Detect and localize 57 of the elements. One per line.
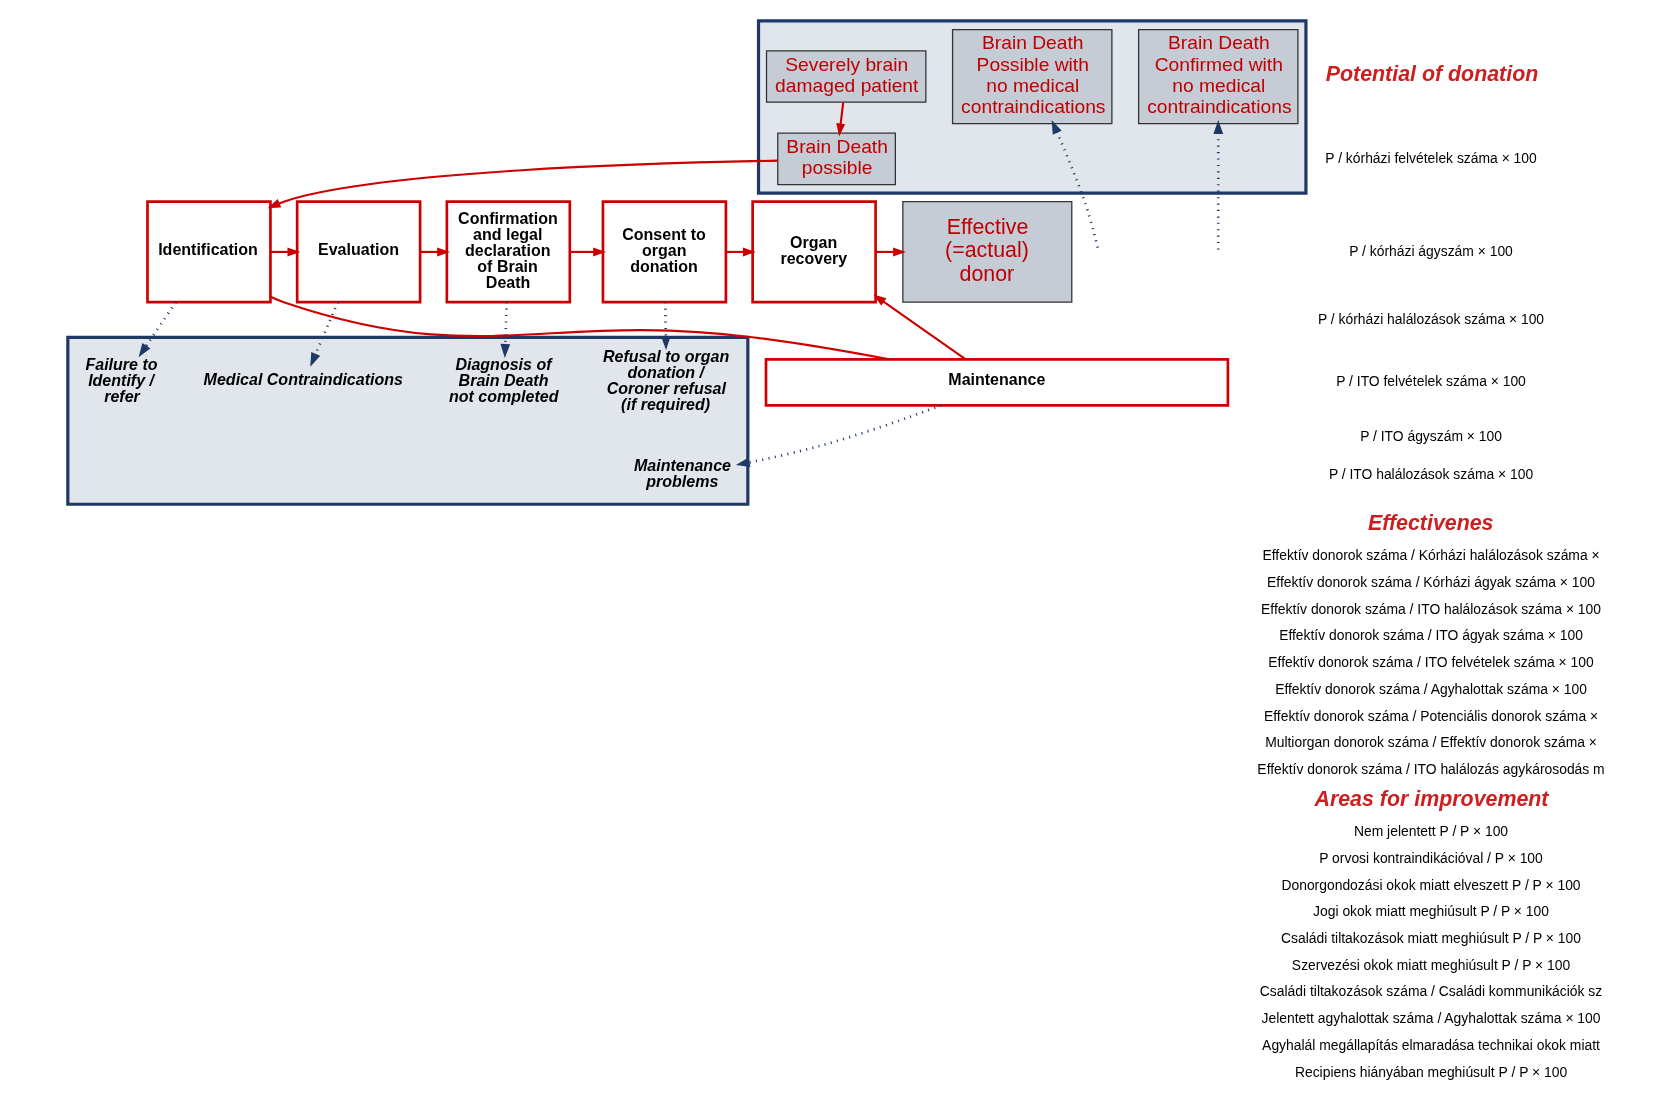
node-box: Brain Death possible [776,132,896,186]
label: Effektív donorok száma / Agyhalottak száma × 100 [1274,680,1587,697]
arrow [309,301,339,367]
label: Effectivenes [1367,510,1493,535]
label: Effektív donorok száma / Kórházi ágyak száma × 100 [1266,573,1595,590]
label: Recipiens hiányában meghiúsult P / P × 100 [1294,1063,1567,1080]
node-box: Brain Death Possible with no medical contraindications [951,28,1113,125]
cluster [756,19,1308,195]
arrow [835,102,845,137]
arrow [735,404,942,468]
node-box: Identification [145,200,272,304]
arrow [569,247,606,257]
node-box: Maintenance [764,358,1229,407]
label: Potential of donation [1325,61,1538,86]
label: P / kórházi ágyszám × 100 [1348,242,1513,259]
label: Effektív donorok száma / Potenciális donorok száma × [1263,707,1598,724]
node-box: Effective (=actual) donor [901,201,1072,303]
label: Effektív donorok száma / ITO halálozások száma × 100 [1260,600,1601,617]
label: Multiorgan donorok száma / Effektív donorok száma × [1264,734,1597,751]
arrow [872,294,966,360]
label: Agyhalál megállapítás elmaradása technikai okok miatt [1261,1036,1600,1053]
node-box: Organ recovery [750,200,877,304]
label: Effektív donorok száma / ITO halálozás agykárosodás m [1256,761,1605,778]
label: Areas for improvement [1313,786,1549,811]
label: P / ITO halálozások száma × 100 [1328,466,1533,482]
label: Nem jelentett P / P × 100 [1353,823,1508,840]
label: Effektív donorok száma / ITO felvételek száma × 100 [1267,654,1594,671]
node-text: Diagnosis of Brain Death not completed [448,355,558,406]
label: P / ITO felvételek száma × 100 [1335,372,1526,389]
label: P / kórházi halálozások száma × 100 [1317,310,1544,327]
node-box: Confirmation and legal declaration of Brain Death [445,200,571,304]
label: P / kórházi felvételek száma × 100 [1324,149,1537,166]
label: Családi tiltakozások száma / Családi kommunikációk sz [1259,983,1602,1000]
label: Jelentett agyhalottak száma / Agyhalottak száma × 100 [1261,1010,1601,1027]
label: Jogi okok miatt meghiúsult P / P × 100 [1312,903,1549,920]
node-box: Brain Death Confirmed with no medical contraindications [1137,28,1299,125]
label: Donorgondozási okok miatt elveszett P / P × 100 [1280,876,1581,893]
node-box: Consent to organ donation [601,200,727,304]
connector [269,295,889,361]
node-text: Refusal to organ donation / Coroner refusal (if required) [602,347,729,414]
label: Családi tiltakozások miatt meghiúsult P / P × 100 [1280,930,1581,947]
label: P orvosi kontraindikációval / P × 100 [1318,849,1543,866]
node-box: Severely brain damaged patient [765,50,926,103]
arrow [1212,120,1223,251]
arrow [660,302,671,350]
label: Effektív donorok száma / Kórházi halálozások száma × [1261,547,1600,564]
label: Effektív donorok száma / ITO ágyak száma × 100 [1278,627,1583,644]
arrow [499,302,510,358]
node-box: Evaluation [295,200,421,304]
node-text: Maintenance problems [633,456,731,491]
arrow [138,301,177,358]
node-text: Medical Contraindications [203,370,403,389]
label: P / ITO ágyszám × 100 [1359,427,1502,444]
arrow [875,247,906,257]
label: Szervezési okok miatt meghiúsult P / P × 100 [1291,956,1570,973]
node-text: Failure to Identify / refer [84,355,158,406]
arrow [267,159,778,209]
